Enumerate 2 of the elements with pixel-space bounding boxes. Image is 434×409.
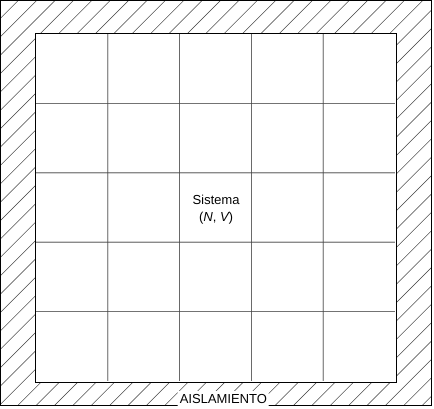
wall-label: AISLAMIENTO [178,391,269,406]
system-box [35,33,397,383]
